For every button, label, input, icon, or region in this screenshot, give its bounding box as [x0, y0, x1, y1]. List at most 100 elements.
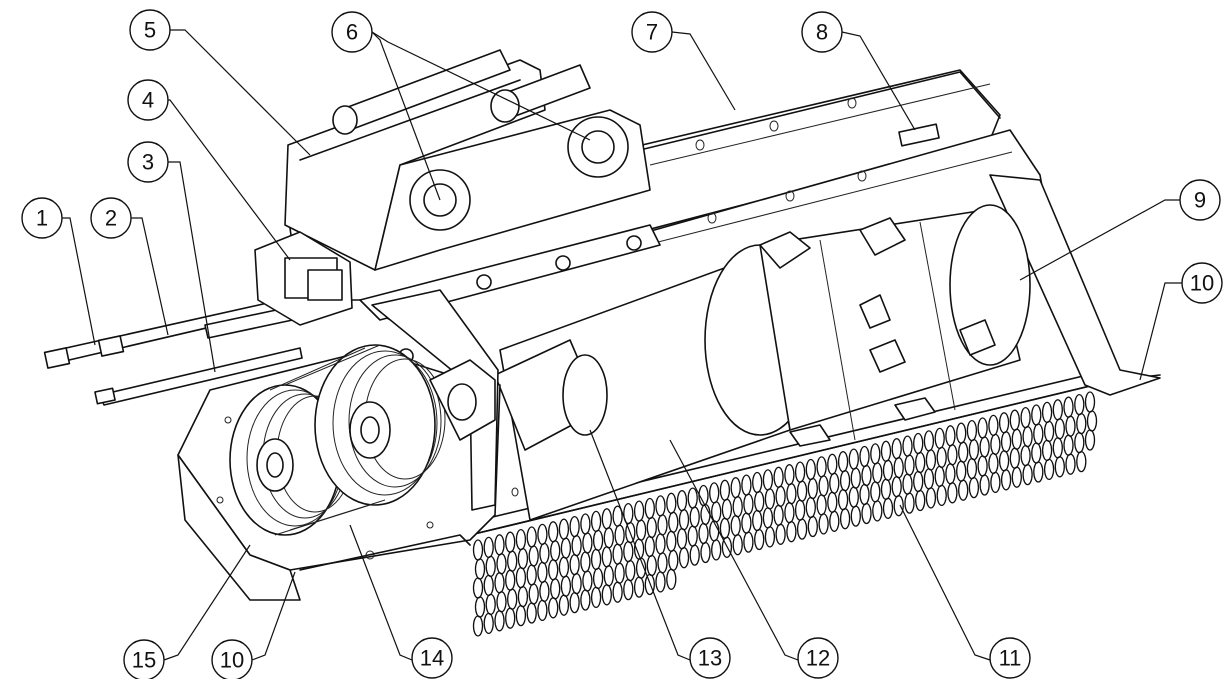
chain-link [998, 412, 1010, 434]
chain-link [494, 610, 505, 632]
chain-link [872, 500, 883, 522]
chain-link [1020, 444, 1031, 467]
chain-link [904, 454, 915, 476]
chain-link [657, 552, 668, 574]
chain-link [507, 550, 518, 572]
chain-link [786, 521, 797, 543]
chain-link [796, 480, 808, 502]
chain-link [893, 495, 904, 517]
chain-link [988, 414, 999, 437]
chain-link [1022, 463, 1033, 486]
chain-link [644, 573, 655, 596]
chain-link [612, 543, 623, 565]
chain-link [837, 451, 849, 473]
chain-link [764, 488, 776, 510]
callout-9-label: 9 [1194, 188, 1206, 213]
chain-link [569, 591, 580, 614]
chain-link [1041, 401, 1053, 424]
chain-link [580, 589, 591, 611]
callout-13-label: 13 [698, 646, 722, 671]
chain-link [537, 523, 548, 546]
chain-link [882, 497, 894, 519]
leader-2 [131, 217, 169, 336]
chain-link [719, 479, 731, 501]
chain-link [990, 471, 1001, 494]
chain-link [711, 501, 722, 523]
chain-link [848, 486, 859, 508]
chain-link [762, 469, 774, 491]
chain-link [666, 530, 677, 552]
chain-link [1011, 466, 1022, 488]
chain-link [668, 511, 679, 533]
leader-13 [589, 429, 691, 661]
chain-link [913, 432, 924, 455]
chain-link [719, 517, 731, 539]
chain-link [601, 508, 612, 530]
chain-link [1084, 429, 1096, 451]
chain-link [891, 476, 902, 498]
chain-link [721, 536, 733, 558]
chain-link [762, 507, 774, 529]
chain-link [859, 445, 870, 468]
chain-link [560, 575, 572, 597]
chain-link [537, 561, 548, 584]
chain-link [571, 534, 582, 557]
chain-link [515, 566, 527, 589]
chain-link [483, 612, 494, 635]
chain-link [752, 471, 763, 494]
callout-1-label: 1 [36, 206, 48, 231]
chain-link [1086, 410, 1098, 432]
chain-link [496, 591, 507, 613]
chain-link [1065, 453, 1076, 475]
chain-link [528, 583, 539, 605]
chain-link [947, 444, 958, 466]
chain-link [872, 462, 883, 484]
chain-link [614, 562, 625, 584]
chain-link [603, 527, 614, 549]
chain-link [569, 553, 580, 576]
chain-link [882, 459, 894, 481]
chain-link [517, 585, 529, 608]
chain-link [623, 578, 634, 601]
callout-4-label: 4 [142, 88, 154, 113]
chain-link [1076, 412, 1087, 435]
chain-link [839, 508, 851, 530]
chain-link [1063, 434, 1074, 456]
callout-15-label: 15 [132, 648, 156, 673]
chain-link [998, 450, 1010, 472]
chain-link [1011, 428, 1022, 450]
callout-3: 3 [127, 141, 169, 183]
chain-link [773, 466, 784, 488]
chain-link [945, 463, 956, 485]
drive-shaft [494, 339, 608, 451]
callout-5: 5 [129, 9, 171, 51]
chain-link [775, 485, 786, 507]
rotor-drum [499, 204, 1031, 521]
leader-1 [62, 217, 96, 346]
chain-link [870, 481, 881, 503]
chain-link [990, 433, 1001, 456]
chain-link [805, 496, 816, 519]
callout-10-bottom: 10 [211, 639, 253, 679]
chain-link [796, 518, 808, 540]
chain-link [485, 555, 496, 578]
chain-link [494, 572, 505, 594]
chain-link [505, 531, 516, 553]
chain-link [1052, 437, 1063, 459]
chain-link [968, 476, 980, 499]
chain-link [528, 545, 539, 567]
chain-link [548, 597, 559, 619]
chain-link [592, 567, 604, 590]
chain-link [752, 509, 763, 532]
chain-link [805, 458, 816, 481]
chain-link [625, 559, 636, 582]
chain-link [689, 506, 700, 528]
chain-link [816, 456, 827, 478]
chain-link [977, 455, 988, 477]
callout-10-right-label: 10 [1190, 271, 1214, 296]
chain-link [934, 427, 945, 450]
callout-12: 12 [797, 637, 839, 679]
chain-link [483, 574, 494, 597]
chain-link [1031, 404, 1042, 426]
